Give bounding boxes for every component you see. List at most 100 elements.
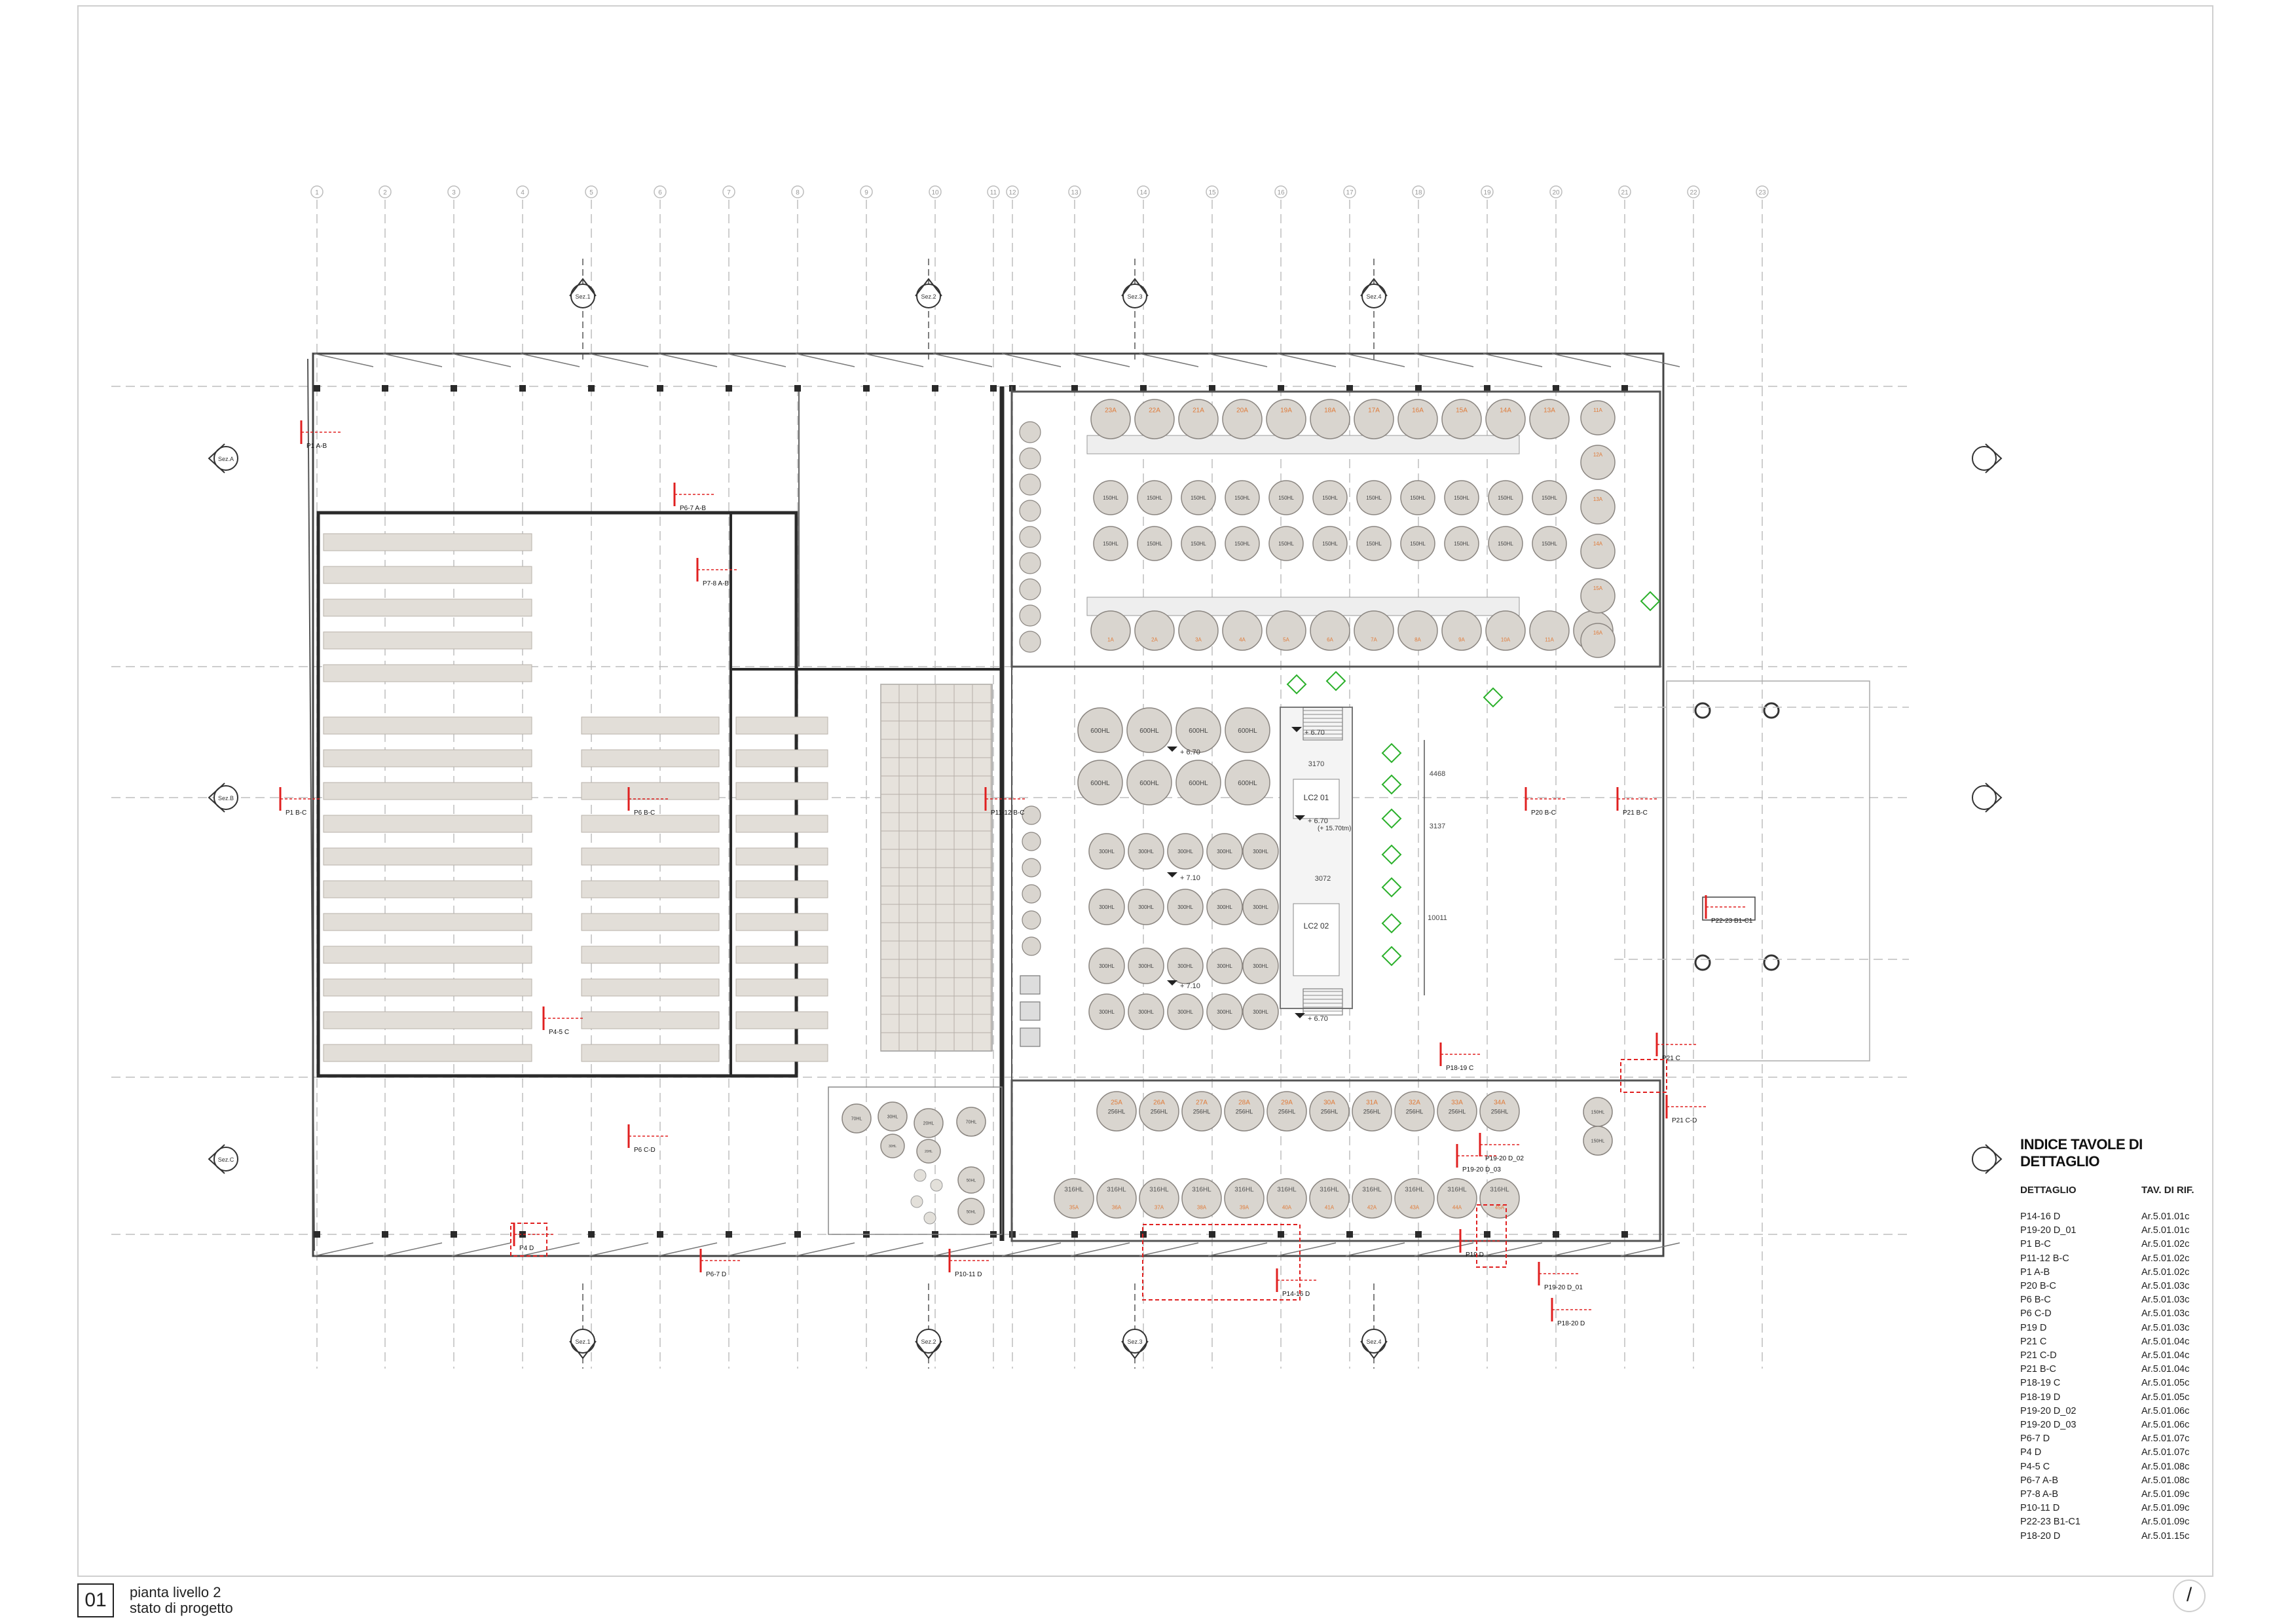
seat-row (735, 1044, 828, 1062)
grid-label: 13 (1071, 189, 1079, 196)
index-detail-code: P1 A-B (2020, 1266, 2050, 1278)
index-ref-code: Ar.5.01.02c (2141, 1239, 2190, 1250)
level-diamond-icon (1483, 687, 1504, 708)
tank (1167, 889, 1204, 925)
tank-label: 316HL (1447, 1187, 1467, 1194)
tank-capacity: 600HL (1238, 780, 1257, 787)
tank (1019, 578, 1041, 600)
index-detail-code: P4-5 C (2020, 1461, 2050, 1472)
tank (1077, 707, 1123, 753)
tank (1096, 1178, 1137, 1219)
detail-callout-label: P22-23 B1-C1 (1711, 917, 1753, 925)
tank-capacity: 256HL (1449, 1109, 1466, 1115)
room-lc2-02 (1293, 903, 1340, 976)
tank (1485, 399, 1526, 439)
tank (1394, 1178, 1435, 1219)
tank-label: 27A (1196, 1099, 1208, 1107)
north-arrow-icon: / (2173, 1579, 2206, 1612)
section-arrow-icon (569, 1340, 597, 1359)
column (1278, 1231, 1284, 1238)
facade-fin (1276, 353, 1337, 367)
grid-bubble (1481, 185, 1494, 198)
detail-callout-label: P6 C-D (634, 1147, 656, 1154)
tank-capacity: 150HL (1234, 495, 1250, 501)
tank-capacity: 150HL (1366, 541, 1382, 547)
terrace-outline (1666, 680, 1870, 1061)
tank-label: 316HL (1320, 1187, 1339, 1194)
tank (1441, 399, 1482, 439)
grid-bubble (1549, 185, 1562, 198)
column (1346, 385, 1353, 392)
tank-capacity: 150HL (1191, 495, 1206, 501)
tank (1022, 858, 1041, 877)
tank-label: 12A (1593, 452, 1603, 458)
tank-code: 40A (1282, 1205, 1292, 1211)
tank-code: 41A (1325, 1205, 1335, 1211)
tank (1126, 760, 1172, 805)
tank (841, 1103, 872, 1134)
dimension-label: 4468 (1430, 770, 1445, 778)
tank-capacity: 256HL (1321, 1109, 1339, 1115)
tank-code: 4A (1239, 637, 1246, 643)
column (1071, 385, 1078, 392)
grid-bubble (1756, 185, 1769, 198)
section-arrow-icon (915, 278, 942, 297)
tank-label: 31A (1366, 1099, 1378, 1107)
index-ref-code: Ar.5.01.04c (2141, 1350, 2190, 1361)
index-col-detail: DETTAGLIO (2020, 1185, 2077, 1196)
facade-fin (1551, 353, 1612, 367)
tank-label: 30A (1323, 1099, 1335, 1107)
grid-bubble (722, 185, 735, 198)
grid-label: 11 (990, 189, 997, 196)
cellar-north (1010, 390, 1661, 668)
index-ref-code: Ar.5.01.05c (2141, 1378, 2190, 1389)
column (657, 385, 663, 392)
tank-capacity: 150HL (1103, 541, 1118, 547)
level-diamond-icon (1381, 774, 1402, 795)
seat-row (735, 913, 828, 931)
grid-bubble (447, 185, 460, 198)
section-label: Sez.A (218, 456, 234, 462)
sheet-frame (77, 5, 2213, 1577)
tank (1397, 610, 1438, 651)
tank (1266, 1091, 1307, 1132)
section-label: Sez.1 (575, 1338, 590, 1345)
tank (1019, 473, 1041, 496)
seat-row (323, 815, 532, 833)
tank-capacity: 256HL (1151, 1109, 1168, 1115)
tank-label: 15A (1456, 407, 1468, 415)
index-ref-code: Ar.5.01.03c (2141, 1281, 2190, 1292)
grid-bubble (929, 185, 942, 198)
grid-bubble (1068, 185, 1081, 198)
small-vessel (923, 1211, 936, 1225)
grid-bubble (1412, 185, 1425, 198)
tank (1266, 1178, 1307, 1219)
tank (878, 1101, 908, 1132)
grid-label: 7 (727, 189, 731, 196)
tank (1178, 610, 1219, 651)
tank-capacity: 150HL (1191, 541, 1206, 547)
tank-capacity: 150HL (1498, 541, 1513, 547)
tank (1019, 526, 1041, 548)
index-detail-code: P19-20 D_02 (2020, 1405, 2077, 1416)
section-marker-icon (213, 446, 238, 471)
tank (1090, 610, 1131, 651)
grid-label: 20 (1552, 189, 1560, 196)
grid-label: 10 (931, 189, 939, 196)
tank (1206, 833, 1243, 870)
tank (1093, 480, 1128, 515)
tank (1019, 421, 1041, 443)
tank-capacity: 300HL (1253, 904, 1268, 910)
grid-label: 9 (864, 189, 868, 196)
detail-callout-label: P19-20 D_03 (1462, 1166, 1501, 1173)
dimension-label: 3072 (1315, 875, 1331, 883)
tank (1181, 480, 1216, 515)
grid-bubble (1206, 185, 1219, 198)
tank-capacity: 30HL (887, 1115, 898, 1120)
column (794, 385, 801, 392)
column-round (1763, 702, 1780, 719)
facade-fin (1551, 1242, 1612, 1257)
